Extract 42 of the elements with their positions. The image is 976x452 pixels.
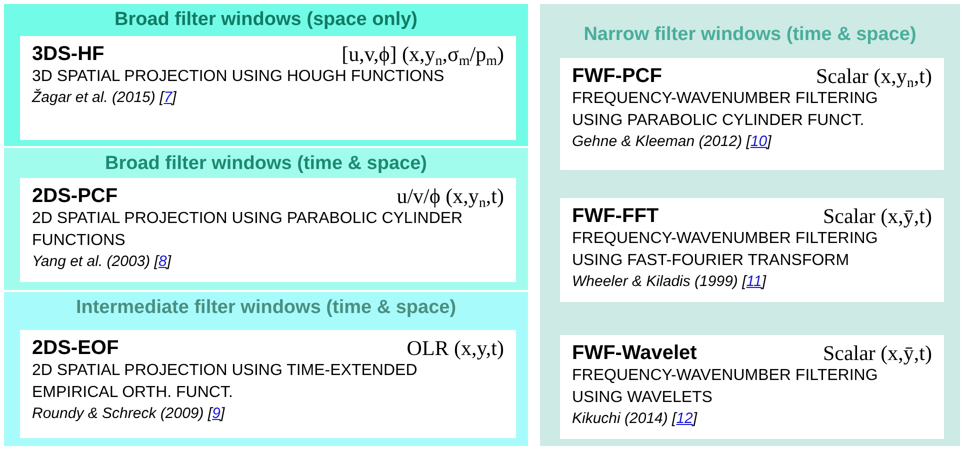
method-description: FREQUENCY-WAVENUMBER FILTERING USING PARABOLIC CYLINDER FUNCT. [572,89,879,131]
variable-formula: [u,v,ϕ] (x,y$_{n}$,σ$_{m}$/p$_{m}$) [342,42,504,66]
method-description: FREQUENCY-WAVENUMBER FILTERING USING FAST-FOURIER TRANSFORM [572,229,879,271]
reference-link: 9 [212,405,220,422]
method-card [20,36,516,140]
citation: Kikuchi (2014) [12] [572,409,698,429]
method-card [560,58,944,170]
group-panel [540,4,960,446]
method-code: FWF-FFT [572,204,659,228]
group-heading: Narrow filter windows (time & space) [582,24,918,46]
citation: Roundy & Schreck (2009) [9] [32,404,225,424]
variable-formula: Scalar (x,y$_{n}$,t) [816,64,932,88]
method-code: 2DS-EOF [32,336,119,360]
group-panel [4,4,528,146]
reference-link: 11 [746,273,762,290]
group-heading: Intermediate filter windows (time & space) [74,297,458,319]
variable-formula: Scalar (x,ȳ,t) [822,341,932,365]
method-description: FREQUENCY-WAVENUMBER FILTERING USING WAVELETS [572,366,879,408]
reference-link: 12 [676,410,693,427]
method-description: 2D SPATIAL PROJECTION USING TIME-EXTENDED EMPIRICAL ORTH. FUNCT. [32,361,418,403]
variable-formula: Scalar (x,ȳ,t) [822,204,932,228]
citation: Gehne & Kleeman (2012) [10] [572,132,772,152]
citation: Žagar et al. (2015) [7] [32,88,176,108]
group-panel [4,292,528,446]
method-card [560,335,944,439]
group-heading: Broad filter windows (space only) [114,9,418,31]
method-description: 2D SPATIAL PROJECTION USING PARABOLIC CYLINDER FUNCTIONS [32,209,464,251]
citation: Yang et al. (2003) [8] [32,252,171,272]
method-card [20,178,516,282]
group-panel [4,148,528,290]
method-code: 2DS-PCF [32,184,118,208]
method-card [20,330,516,438]
reference-link: 7 [164,89,172,106]
citation: Wheeler & Kiladis (1999) [11] [572,272,766,292]
method-card [560,198,944,302]
method-code: 3DS-HF [32,42,104,66]
variable-formula: u/v/ϕ (x,y$_{n}$,t) [396,184,504,208]
variable-formula: OLR (x,y,t) [406,336,504,360]
method-description: 3D SPATIAL PROJECTION USING HOUGH FUNCTIONS [32,67,446,87]
group-heading: Broad filter windows (time & space) [104,153,428,175]
method-code: FWF-PCF [572,64,662,88]
method-code: FWF-Wavelet [572,341,697,365]
